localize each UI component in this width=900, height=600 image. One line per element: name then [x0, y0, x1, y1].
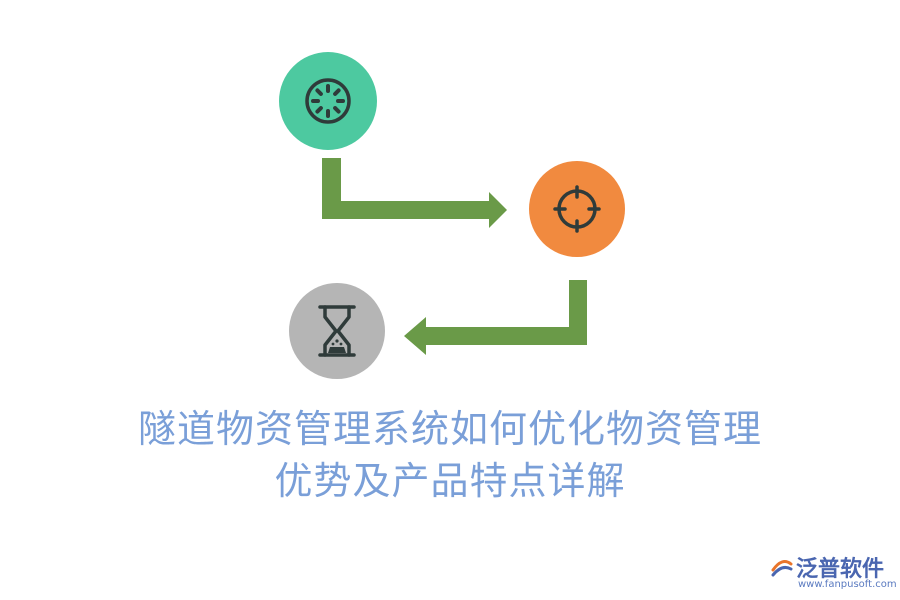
logo-mark-icon: [770, 555, 794, 583]
logo-name: 泛普软件: [796, 557, 885, 582]
node-hourglass: [289, 283, 385, 379]
loading-icon: [303, 76, 353, 126]
brand-logo: 泛普软件 www.fanpusoft.com: [770, 551, 897, 595]
node-target: [529, 161, 625, 257]
crosshair-icon: [552, 184, 602, 234]
arrow-orange-to-gray: [404, 280, 587, 355]
arrow-green-to-orange: [322, 158, 507, 228]
hourglass-icon: [314, 303, 360, 359]
logo-url: www.fanpusoft.com: [798, 579, 897, 590]
node-loading: [279, 52, 377, 150]
title-line-1: 隧道物资管理系统如何优化物资管理: [137, 407, 762, 451]
title-line-2: 优势及产品特点详解: [274, 459, 626, 503]
